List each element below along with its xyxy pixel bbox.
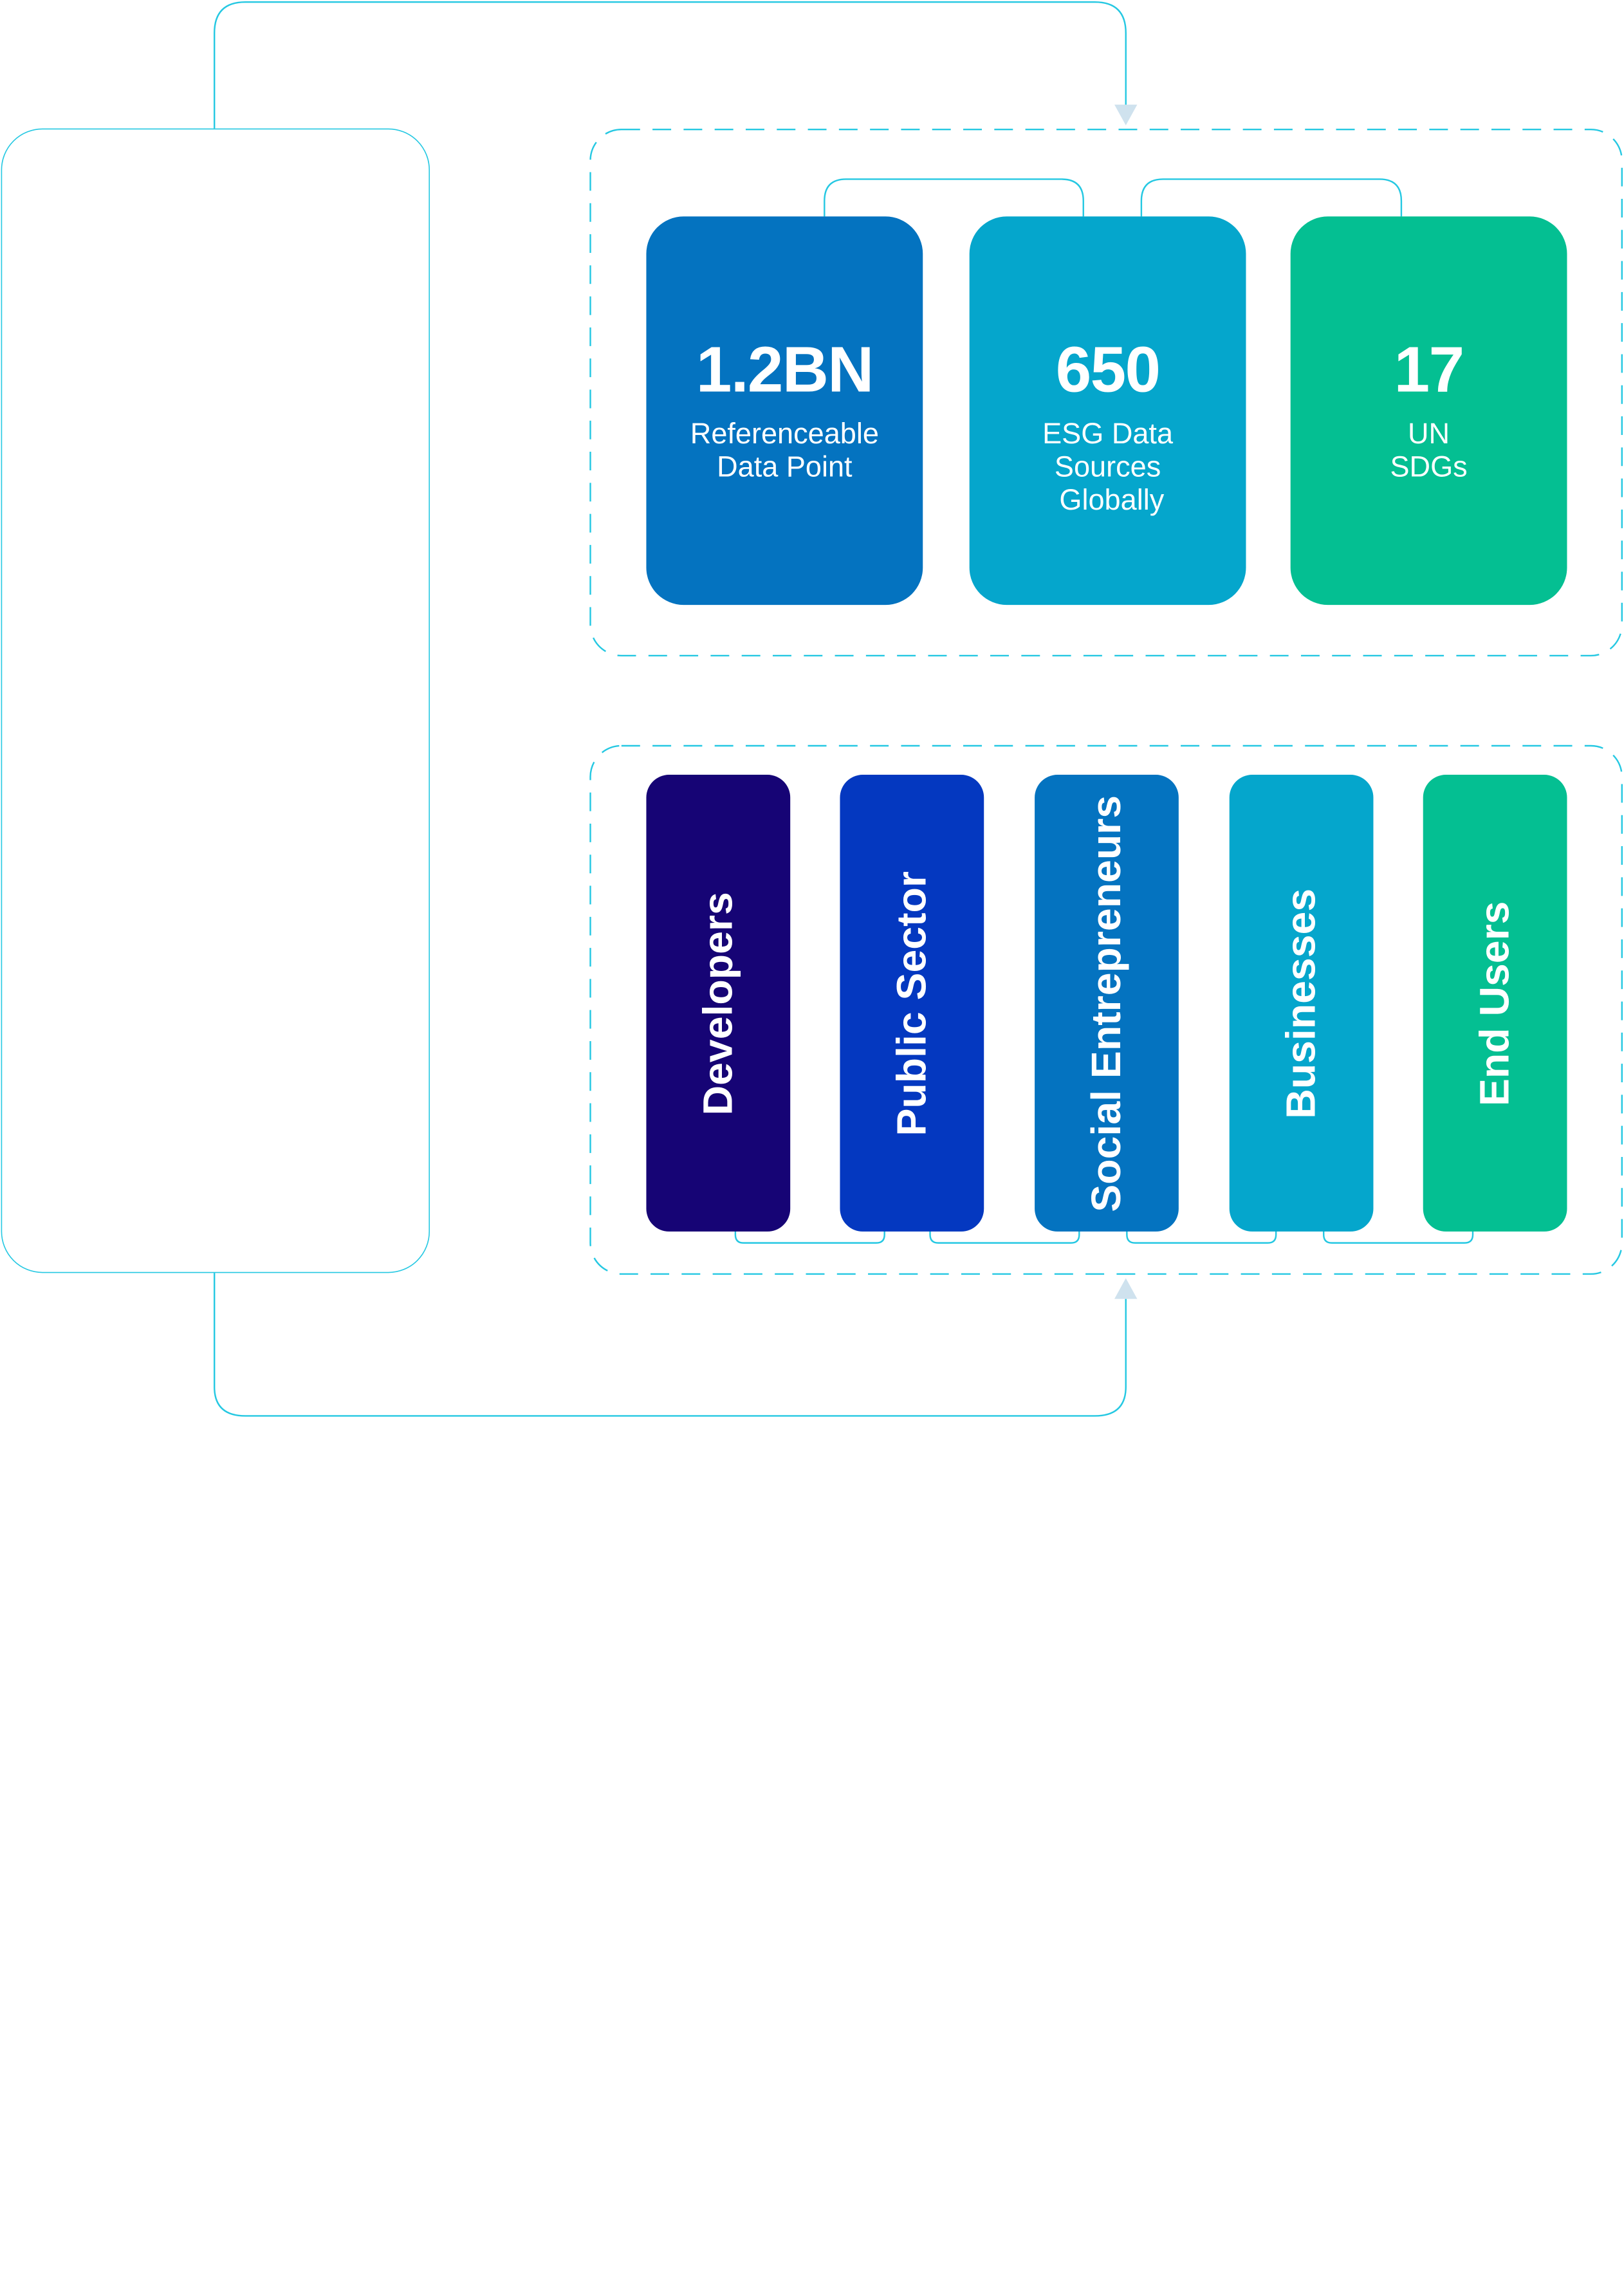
audience-label: Businesses <box>1278 888 1324 1118</box>
stat-label-line: ESG Data <box>1042 417 1174 450</box>
stat-card-data-sources: 650 ESG Data Sources Globally <box>969 216 1246 605</box>
audience-card-businesses: Businesses <box>1229 775 1374 1232</box>
stats-group-frame <box>589 129 1623 657</box>
audience-bridge-4 <box>1322 1230 1474 1244</box>
audience-label: Developers <box>695 891 741 1115</box>
stat-label-line: Globally <box>1051 484 1165 517</box>
stat-label-line: Sources <box>1054 450 1161 483</box>
stat-label: UN SDGs <box>1291 418 1567 485</box>
audience-bridge-3 <box>1126 1230 1277 1244</box>
bottom-arrowhead <box>1114 1278 1138 1299</box>
stat-card-sdgs: 17 UN SDGs <box>1290 216 1567 605</box>
stat-bridge-2 <box>1140 178 1403 217</box>
left-panel <box>1 128 430 1273</box>
stat-bridge-1 <box>824 178 1084 217</box>
audience-card-public-sector: Public Sector <box>840 775 984 1232</box>
stat-value: 1.2BN <box>696 334 874 407</box>
audience-card-developers: Developers <box>646 775 791 1232</box>
stat-value: 650 <box>1055 334 1161 407</box>
audience-card-end-users: End Users <box>1423 775 1567 1232</box>
connector-lines <box>214 1 1623 1417</box>
stat-label: Referenceable Data Point <box>646 418 923 485</box>
audience-bridge-2 <box>929 1230 1080 1244</box>
audience-label: End Users <box>1472 900 1518 1106</box>
stat-label-line: Data Point <box>717 450 853 483</box>
audience-label: Public Sector <box>889 871 934 1136</box>
stat-card-data-points: 1.2BN Referenceable Data Point <box>646 216 923 605</box>
audience-card-social-entrepreneurs: Social Entrepreneurs <box>1035 775 1179 1232</box>
audience-label: Social Entrepreneurs <box>1083 795 1129 1212</box>
top-arrowhead <box>1114 104 1138 125</box>
audience-group-frame <box>589 744 1623 1275</box>
stat-value: 17 <box>1394 334 1464 407</box>
audience-bridge-1 <box>734 1230 885 1244</box>
stat-label-line: SDGs <box>1390 450 1468 483</box>
top-loop-connector <box>214 1 1127 129</box>
stat-label-line: Referenceable <box>690 417 879 450</box>
stat-label: ESG Data Sources Globally <box>970 418 1246 517</box>
stat-label-line: UN <box>1408 417 1450 450</box>
bottom-loop-connector <box>214 1273 1127 1417</box>
